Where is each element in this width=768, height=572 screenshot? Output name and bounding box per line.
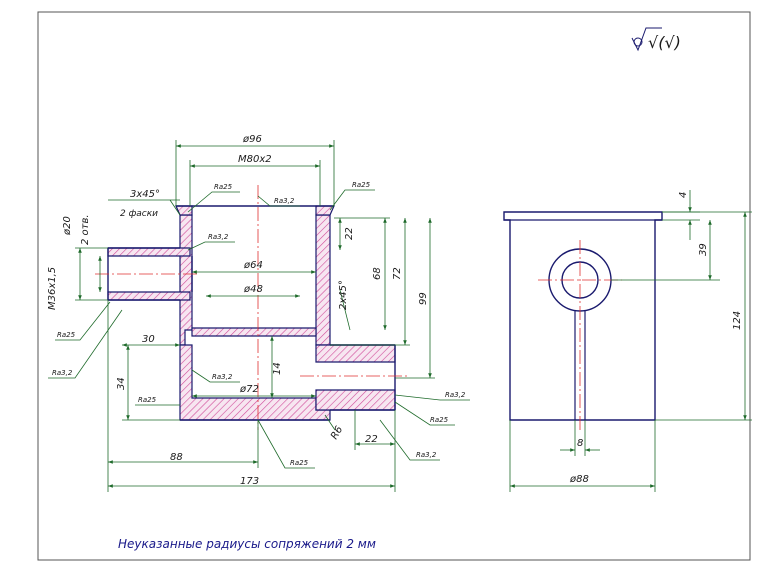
side-dimensions (509, 190, 752, 492)
dim-v22: 22 (344, 227, 355, 240)
side-dim-v4: 4 (678, 192, 689, 198)
dim-m80: M80x2 (238, 154, 272, 165)
roughness-2: Ra3,2 (274, 197, 295, 205)
roughness-7: Ra3,2 (212, 373, 233, 381)
dim-m36: M36x1,5 (47, 267, 58, 310)
side-view (503, 211, 663, 430)
dim-h88: 88 (170, 452, 183, 463)
dim-d64: ø64 (243, 260, 263, 271)
general-roughness-mark: √(√) (631, 27, 681, 52)
side-dim-v39: 39 (698, 243, 709, 256)
dim-h173: 173 (240, 476, 259, 487)
dim-chamfer: 3x45° (130, 189, 160, 200)
roughness-10: Ra3,2 (445, 391, 466, 399)
dim-d48: ø48 (243, 284, 263, 295)
dim-h30: 30 (142, 334, 155, 345)
general-roughness-label: √(√) (648, 33, 681, 52)
roughness-6: Ra3,2 (52, 369, 73, 377)
roughness-5: Ra25 (57, 331, 76, 339)
section-wall-right-top (315, 214, 331, 346)
roughness-leaders (48, 189, 470, 469)
roughness-1: Ra25 (214, 183, 233, 191)
dim-chamfer-note: 2 фаски (120, 209, 158, 219)
roughness-9: Ra25 (290, 459, 309, 467)
radii-note: Неуказанные радиусы сопряжений 2 мм (118, 537, 376, 551)
dim-holes: 2 отв. (80, 214, 91, 245)
side-dim-h8: 8 (577, 438, 583, 449)
drawing-frame (37, 11, 751, 561)
roughness-labels: Ra25 Ra3,2 Ra25 Ra3,2 Ra25 Ra3,2 Ra3,2 R… (52, 181, 466, 467)
dim-v34: 34 (116, 377, 127, 390)
section-right-spout (315, 344, 396, 411)
roughness-8: Ra25 (138, 396, 157, 404)
side-dim-d88: ø88 (569, 474, 589, 485)
roughness-3: Ra25 (352, 181, 371, 189)
roughness-11: Ra25 (430, 416, 449, 424)
dim-d72: ø72 (239, 384, 259, 395)
front-dimension-labels: ø96 M80x2 3x45° 2 фаски ø64 ø48 ø72 88 1… (47, 134, 429, 487)
dim-h22: 22 (365, 434, 378, 445)
roughness-12: Ra3,2 (416, 451, 437, 459)
dim-c2x45: 2x45° (338, 280, 349, 310)
section-wall-left-top (179, 214, 193, 346)
dim-d96: ø96 (242, 134, 262, 145)
dim-v68: 68 (372, 267, 383, 280)
dim-r6: R6 (329, 424, 345, 441)
dim-v99: 99 (418, 292, 429, 305)
side-view-body (503, 211, 663, 421)
front-section-view (95, 185, 410, 430)
section-inner-ring (191, 327, 317, 337)
dim-v72: 72 (392, 267, 403, 280)
section-bottom-body (179, 344, 331, 421)
front-dimensions (75, 140, 435, 492)
side-dim-v124: 124 (732, 311, 743, 330)
roughness-4: Ra3,2 (208, 233, 229, 241)
dim-d20: ø20 (62, 216, 73, 236)
side-dimension-labels: 4 39 124 8 ø88 (569, 192, 743, 485)
dim-v14: 14 (272, 362, 283, 375)
section-flange-right (315, 205, 335, 216)
